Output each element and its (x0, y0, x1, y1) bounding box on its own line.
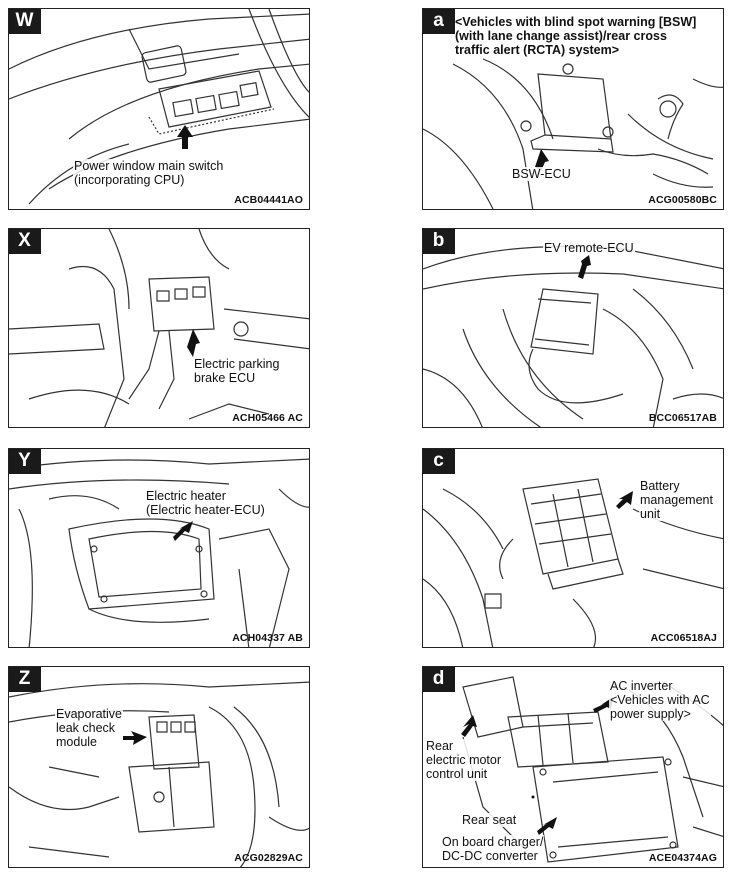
door-switch-illustration (9, 9, 310, 210)
vehicle-condition-header: <Vehicles with blind spot warning [BSW] … (455, 15, 697, 57)
figure-code: ACH04337 AB (232, 632, 303, 644)
parking-brake-ecu-label: Electric parking brake ECU (193, 357, 281, 385)
panel-d: d AC inverter <Vehicles with AC power su… (422, 666, 724, 868)
figure-code: ACH05466 AC (232, 412, 303, 424)
panel-badge: Y (9, 449, 41, 474)
evaporative-leak-check-label: Evaporative leak check module (55, 707, 124, 749)
panel-badge: a (423, 9, 455, 34)
evaporative-leak-check-illustration (9, 667, 310, 868)
panel-c: c Battery management unit ACC06518AJ (422, 448, 724, 648)
arrow-icon (177, 125, 193, 149)
panel-badge: X (9, 229, 41, 254)
bsw-ecu-label: BSW-ECU (511, 167, 572, 181)
rear-seat-marker (531, 795, 535, 799)
power-window-switch-label: Power window main switch (incorporating … (73, 159, 225, 187)
arrow-icon (187, 329, 200, 357)
parking-brake-ecu-illustration (9, 229, 310, 428)
panel-badge: c (423, 449, 455, 474)
figure-code: ACB04441AO (234, 194, 303, 206)
ev-remote-ecu-illustration (423, 229, 724, 428)
panel-w: W Power window main switch (incorporatin… (8, 8, 310, 210)
arrow-icon (578, 255, 591, 279)
figure-code: ACG02829AC (234, 852, 303, 864)
panel-a: a <Vehicles with blind spot warning [BSW… (422, 8, 724, 210)
figure-code: ACE04374AG (648, 852, 717, 864)
panel-badge: b (423, 229, 455, 254)
rear-seat-label: Rear seat (461, 813, 518, 827)
on-board-charger-label: On board charger/ DC-DC converter (441, 835, 545, 863)
arrow-icon (537, 817, 557, 835)
panel-badge: Z (9, 667, 41, 692)
arrow-icon (461, 715, 477, 737)
panel-badge: W (9, 9, 41, 34)
arrow-icon (616, 491, 633, 509)
panel-y: Y Electric heater (Electric heater-ECU) … (8, 448, 310, 648)
figure-code: BCC06517AB (648, 412, 717, 424)
panel-z: Z Evaporative leak check module ACG02829… (8, 666, 310, 868)
rear-motor-control-unit-label: Rear electric motor control unit (425, 739, 503, 781)
arrow-icon (535, 149, 549, 171)
figure-code: ACG00580BC (648, 194, 717, 206)
figure-code: ACC06518AJ (650, 632, 717, 644)
ac-inverter-label: AC inverter <Vehicles with AC power supp… (609, 679, 711, 721)
battery-management-unit-label: Battery management unit (639, 479, 714, 521)
bsw-ecu-illustration (423, 9, 724, 210)
panel-badge: d (423, 667, 455, 692)
arrow-icon (123, 731, 147, 745)
panel-x: X Electric parking brake ECU ACH05466 AC (8, 228, 310, 428)
arrow-icon (173, 521, 193, 541)
panel-b: b EV remote-ECU BCC06517AB (422, 228, 724, 428)
arrow-icon (593, 697, 613, 713)
electric-heater-label: Electric heater (Electric heater-ECU) (145, 489, 266, 517)
ev-remote-ecu-label: EV remote-ECU (543, 241, 635, 255)
electric-heater-illustration (9, 449, 310, 648)
battery-management-unit-illustration (423, 449, 724, 648)
